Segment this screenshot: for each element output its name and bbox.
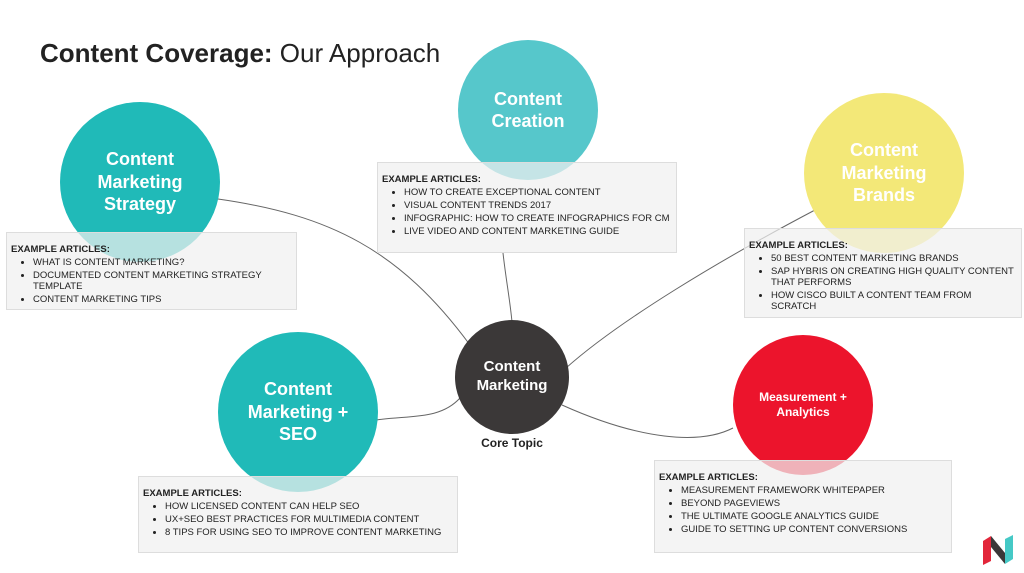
connector-measurement	[561, 404, 734, 438]
topic-circle-brands: Content Marketing Brands	[804, 93, 964, 253]
core-topic-circle: Content Marketing	[455, 320, 569, 434]
article-item[interactable]: HOW TO CREATE EXCEPTIONAL CONTENT	[404, 187, 670, 198]
article-item[interactable]: 8 TIPS FOR USING SEO TO IMPROVE CONTENT …	[165, 527, 451, 538]
article-item[interactable]: GUIDE TO SETTING UP CONTENT CONVERSIONS	[681, 524, 945, 535]
topic-circle-seo: Content Marketing + SEO	[218, 332, 378, 492]
article-item[interactable]: MEASUREMENT FRAMEWORK WHITEPAPER	[681, 485, 945, 496]
articles-box-seo: EXAMPLE ARTICLES: HOW LICENSED CONTENT C…	[138, 476, 458, 553]
article-item[interactable]: 50 BEST CONTENT MARKETING BRANDS	[771, 253, 1015, 264]
topic-circle-creation: Content Creation	[458, 40, 598, 180]
core-topic-caption: Core Topic	[481, 436, 543, 450]
connector-creation	[502, 252, 513, 323]
slide-title: Content Coverage: Our Approach	[40, 38, 441, 68]
article-item[interactable]: DOCUMENTED CONTENT MARKETING STRATEGY TE…	[33, 270, 290, 292]
article-item[interactable]: UX+SEO BEST PRACTICES FOR MULTIMEDIA CON…	[165, 514, 451, 525]
articles-box-measurement: EXAMPLE ARTICLES: MEASUREMENT FRAMEWORK …	[654, 460, 952, 553]
article-item[interactable]: BEYOND PAGEVIEWS	[681, 498, 945, 509]
article-item[interactable]: THE ULTIMATE GOOGLE ANALYTICS GUIDE	[681, 511, 945, 522]
articles-box-creation: EXAMPLE ARTICLES: HOW TO CREATE EXCEPTIO…	[377, 162, 677, 253]
articles-box-strategy: EXAMPLE ARTICLES: WHAT IS CONTENT MARKET…	[6, 232, 297, 310]
article-item[interactable]: INFOGRAPHIC: HOW TO CREATE INFOGRAPHICS …	[404, 213, 670, 224]
article-item[interactable]: WHAT IS CONTENT MARKETING?	[33, 257, 290, 268]
topic-circle-measurement: Measurement + Analytics	[733, 335, 873, 475]
article-item[interactable]: HOW CISCO BUILT A CONTENT TEAM FROM SCRA…	[771, 290, 1015, 312]
article-item[interactable]: VISUAL CONTENT TRENDS 2017	[404, 200, 670, 211]
connector-seo	[375, 397, 461, 421]
brand-logo-icon	[983, 535, 1013, 565]
article-item[interactable]: LIVE VIDEO AND CONTENT MARKETING GUIDE	[404, 226, 670, 237]
article-item[interactable]: SAP HYBRIS ON CREATING HIGH QUALITY CONT…	[771, 266, 1015, 288]
article-item[interactable]: HOW LICENSED CONTENT CAN HELP SEO	[165, 501, 451, 512]
articles-box-brands: EXAMPLE ARTICLES: 50 BEST CONTENT MARKET…	[744, 228, 1022, 318]
connector-strategy	[217, 198, 471, 346]
article-item[interactable]: CONTENT MARKETING TIPS	[33, 294, 290, 305]
